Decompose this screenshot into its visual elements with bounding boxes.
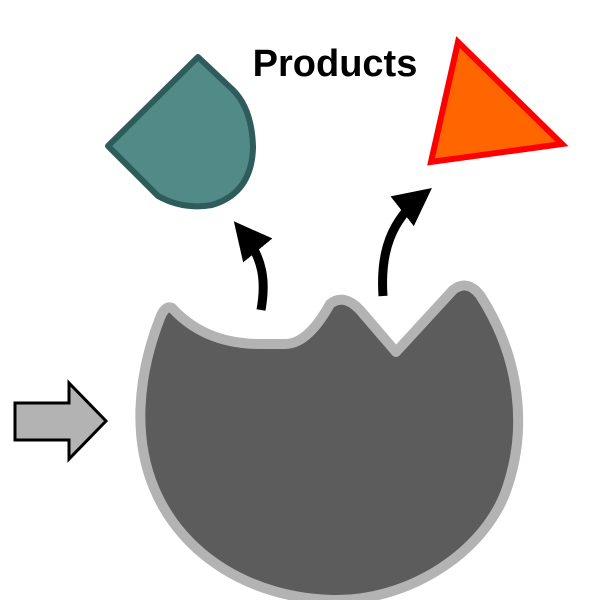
left-release-curved-arrow-icon	[233, 221, 273, 311]
right-release-curved-arrow-icon	[378, 188, 432, 297]
product-drop-shape-icon	[105, 54, 256, 210]
products-label: Products	[253, 43, 418, 85]
product-triangle-shape-icon	[427, 36, 569, 166]
enzyme-shape-icon	[135, 280, 524, 600]
input-block-arrow-icon	[13, 379, 109, 463]
